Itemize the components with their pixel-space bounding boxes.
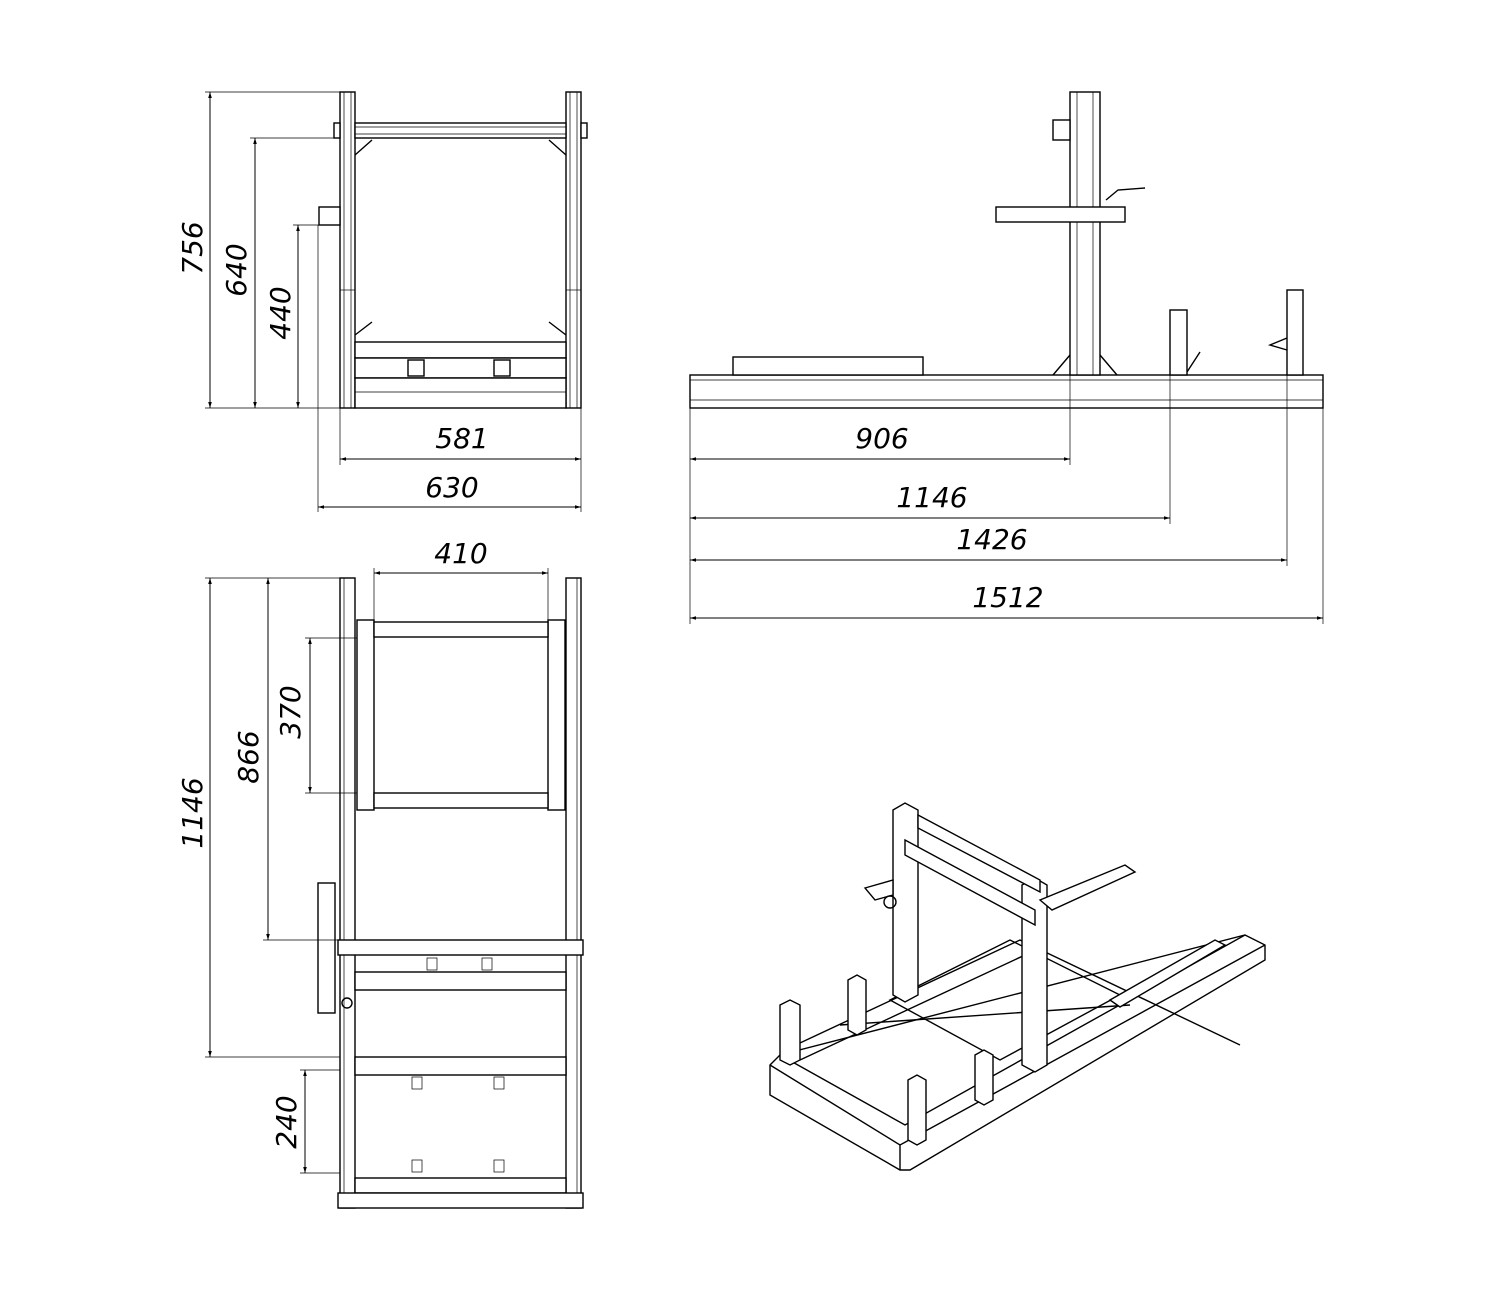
dim-1426: 1426 [956, 523, 1027, 556]
dim-440: 440 [264, 286, 297, 339]
dim-640: 640 [220, 243, 253, 296]
front-view: 756 640 440 581 630 [176, 91, 588, 512]
dim-1512: 1512 [972, 581, 1043, 614]
dim-756: 756 [176, 221, 209, 274]
dim-906: 906 [855, 422, 908, 455]
dim-240: 240 [270, 1095, 303, 1148]
dim-1146: 1146 [896, 481, 967, 514]
dim-581: 581 [435, 422, 488, 455]
dim-1146: 1146 [176, 777, 209, 848]
dim-410: 410 [434, 537, 487, 570]
top-view: 410 370 866 1146 240 [176, 537, 584, 1209]
dim-866: 866 [232, 730, 265, 783]
isometric-view [769, 802, 1266, 1171]
side-view: 906 1146 1426 1512 [689, 91, 1324, 624]
dim-370: 370 [274, 685, 307, 738]
dim-630: 630 [425, 471, 478, 504]
